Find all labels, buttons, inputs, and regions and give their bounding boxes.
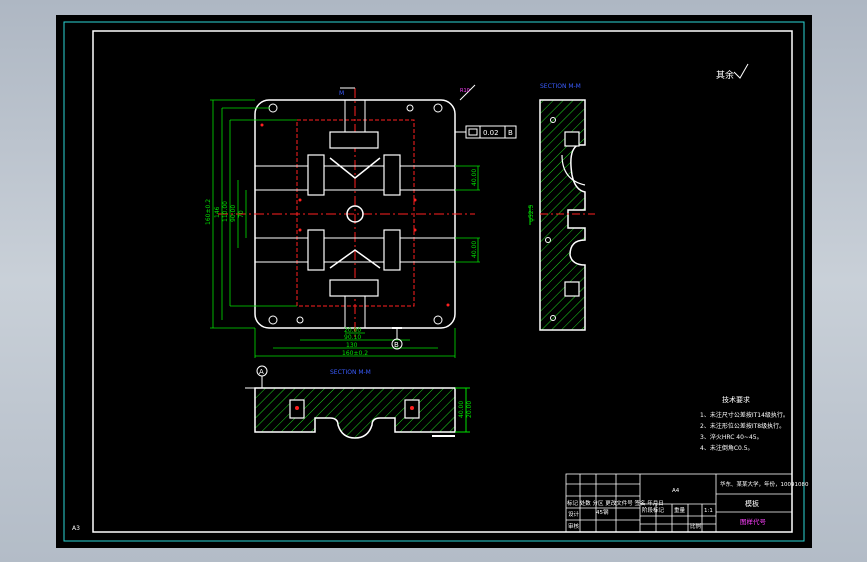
section-title-side: SECTION M-M: [540, 83, 581, 90]
corner-callout: R10: [460, 88, 470, 94]
dim-width-total: 160±0.2: [342, 350, 368, 357]
dim-height-146: 146: [214, 206, 221, 218]
sheet-corner-mark: A3: [72, 525, 80, 532]
title-scale-row: 标记 处数 分区 更改文件号 签名 年月日: [567, 499, 664, 507]
plan-dimensions: [210, 99, 480, 358]
title-cell-0: 阶段标记: [642, 506, 665, 514]
section-markers: M R10 B: [339, 84, 476, 350]
notes-item-1: 1、未注尺寸公差按IT14级执行。: [700, 411, 789, 419]
dim-width-130: 130: [346, 342, 358, 349]
title-cell-3: 1:1: [704, 508, 713, 514]
dim-side-label: φ52.5: [528, 205, 535, 223]
title-part-name: 模板: [745, 499, 759, 508]
dim-width-20: 20.00: [344, 327, 361, 334]
dim-height-90: 90.00: [230, 205, 237, 222]
roughness-symbol: [733, 63, 749, 79]
section-letter-top: M: [339, 90, 344, 97]
plan-view: [218, 88, 475, 338]
dim-right-40: 40.00: [471, 169, 478, 186]
datum-letter: A: [259, 368, 264, 376]
dim-height-70: 70: [238, 210, 245, 218]
dim-width-90: 90.10: [344, 334, 361, 341]
title-block: [565, 473, 793, 533]
datum-symbol: B: [394, 341, 399, 349]
dim-height-110: 110.00: [222, 201, 229, 222]
notes-item-2: 2、未注形位公差按IT8级执行。: [700, 422, 785, 430]
dim-height-total: 160±0.2: [205, 199, 212, 225]
outer-border: [63, 21, 805, 542]
title-size: A4: [672, 488, 680, 494]
section-title-bottom: SECTION M-M: [330, 369, 371, 376]
side-section-view: SECTION M-M φ52.5: [528, 83, 595, 331]
notes-item-3: 3、淬火HRC 40~45。: [700, 433, 763, 441]
title-cell-1: 重量: [674, 506, 686, 514]
dim-bottom-height: 40.00: [458, 401, 465, 418]
technical-notes: 技术要求 1、未注尺寸公差按IT14级执行。 2、未注形位公差按IT8级执行。 …: [700, 395, 789, 452]
model-space-background: [56, 15, 812, 548]
title-row-design: 设计: [568, 510, 580, 518]
title-row-review: 审核: [568, 522, 580, 530]
title-company: 华东、某某大学，年份，10091080: [720, 480, 809, 488]
notes-item-4: 4、未注倒角C0.5。: [700, 444, 754, 452]
tolerance-value: 0.02: [483, 129, 499, 137]
roughness-label: 其余: [716, 69, 734, 81]
dim-bottom-sub: 20.00: [466, 401, 473, 418]
title-material: 45钢: [596, 508, 609, 516]
drawing-frame: [92, 30, 793, 533]
dim-right-40b: 40.00: [471, 241, 478, 258]
title-cell-2: 比例: [690, 522, 702, 530]
title-drawing-no: 图样代号: [740, 517, 767, 526]
tolerance-datum: B: [508, 129, 513, 137]
tolerance-frame: 0.02 B: [455, 125, 517, 139]
front-section-view: SECTION M-M A 40.00 20.00: [245, 365, 473, 439]
notes-title: 技术要求: [722, 395, 750, 404]
